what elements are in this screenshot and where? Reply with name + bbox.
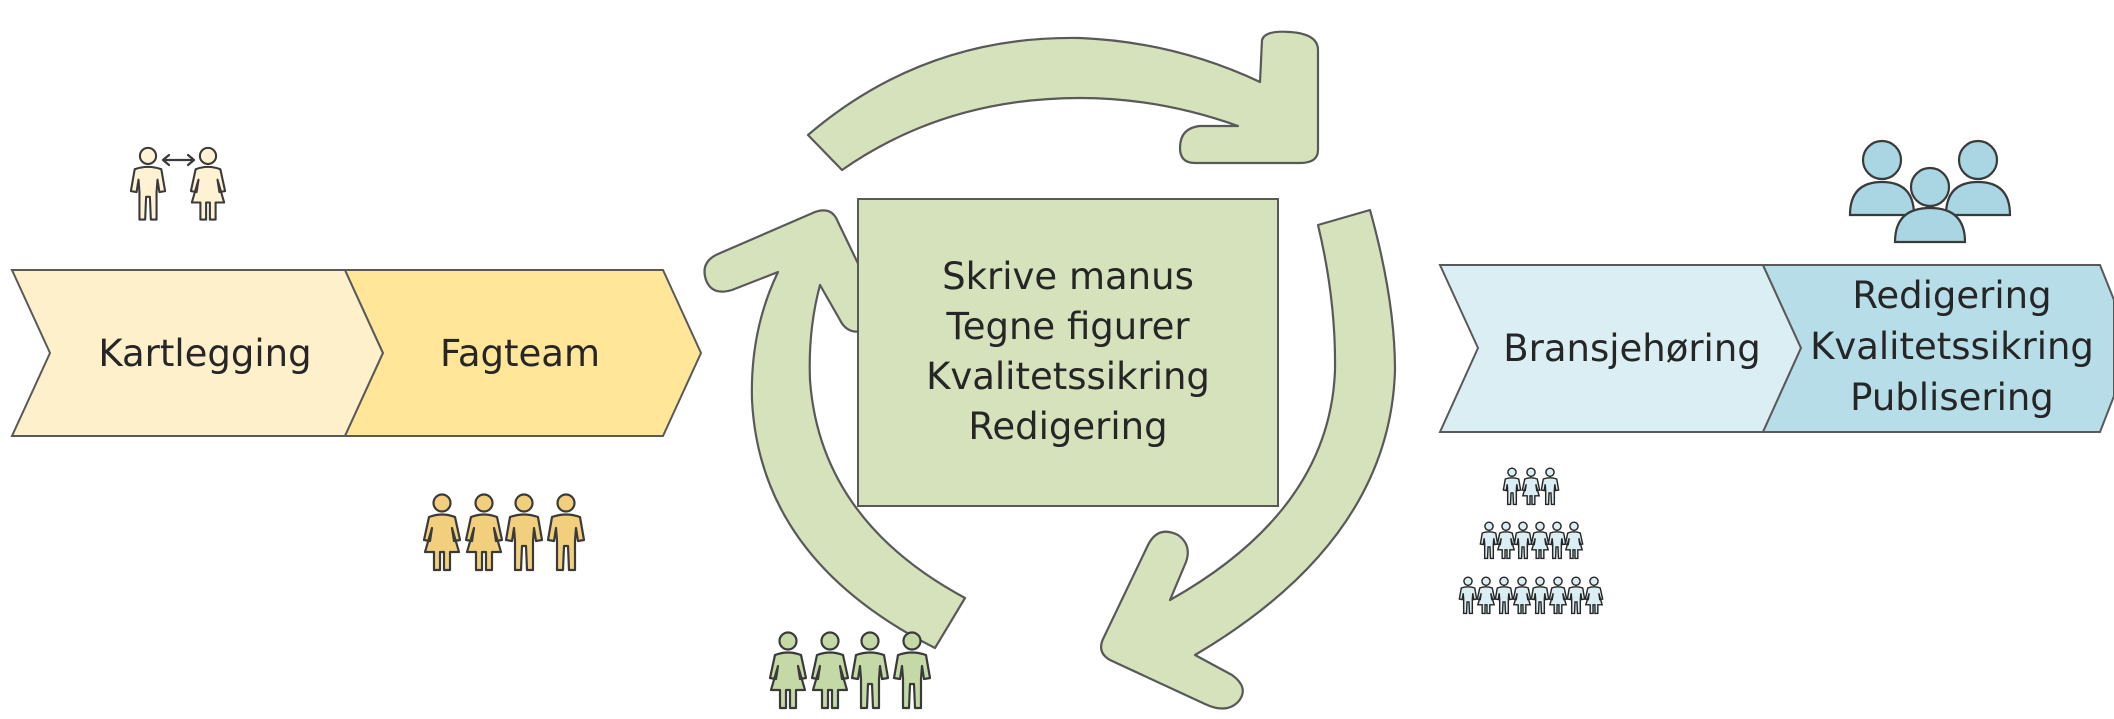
- center-task-line: Kvalitetssikring: [926, 355, 1210, 398]
- publisering-line: Publisering: [1850, 376, 2054, 419]
- center-task-box: [857, 198, 1279, 507]
- cycle-team-group-icon: [768, 631, 932, 710]
- fagteam-group-icon: [422, 493, 586, 572]
- people-pair-icon: [129, 146, 227, 221]
- cycle-arrow-left: [703, 209, 967, 650]
- fagteam-chevron: [343, 269, 703, 437]
- users-icon: [1848, 139, 2012, 244]
- publisering-line: Kvalitetssikring: [1810, 325, 2094, 368]
- center-task-list: Skrive manus Tegne figurer Kvalitetssikr…: [926, 255, 1210, 448]
- cycle-arrow-right: [1099, 208, 1397, 710]
- fagteam-label: Fagteam: [440, 332, 600, 375]
- center-task-line: Tegne figurer: [945, 305, 1190, 348]
- center-task-line: Skrive manus: [942, 255, 1194, 298]
- publisering-line: Redigering: [1852, 274, 2051, 317]
- cycle-arrow-top: [806, 30, 1320, 172]
- bransjehoring-label: Bransjehøring: [1503, 327, 1761, 370]
- kartlegging-label: Kartlegging: [98, 332, 311, 375]
- center-task-line: Redigering: [968, 405, 1167, 448]
- publisering-chevron: [1761, 264, 2114, 433]
- right-process: Bransjehøring Redigering Kvalitetssikrin…: [1438, 264, 2114, 433]
- cycle-arrows: [703, 30, 1397, 710]
- crowd-icon: [1458, 467, 1604, 615]
- left-process: Kartlegging Fagteam: [10, 269, 703, 437]
